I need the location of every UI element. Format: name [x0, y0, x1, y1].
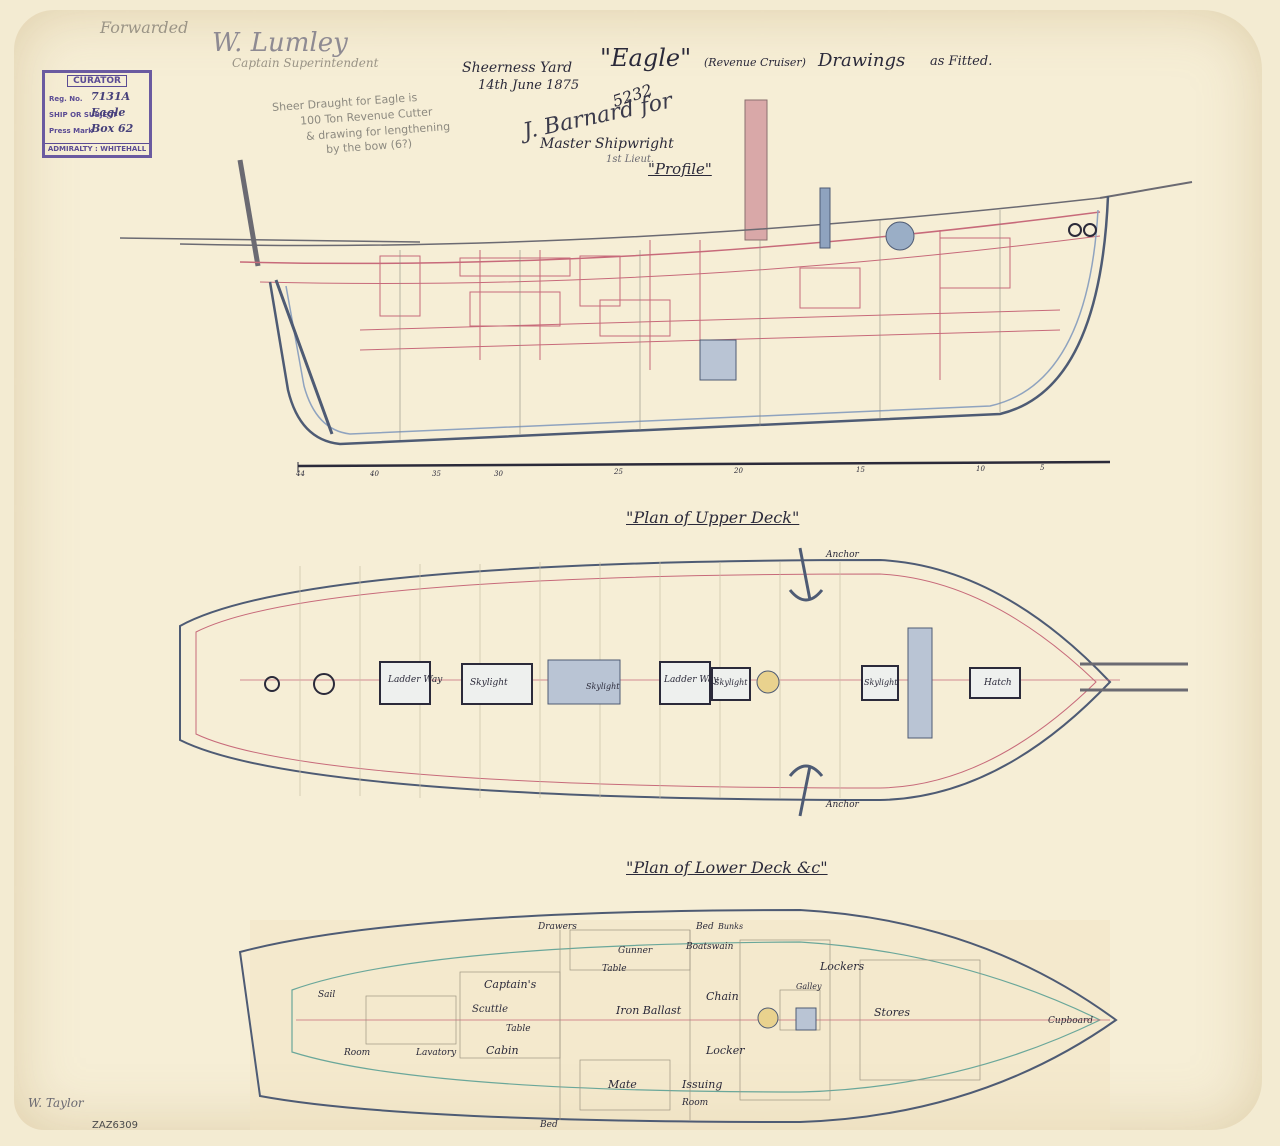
scale-tick: 25 — [614, 468, 623, 476]
lower-label-table: Table — [506, 1024, 531, 1034]
lower-label-mate: Mate — [608, 1078, 637, 1091]
stamp-heading: CURATOR — [67, 75, 127, 87]
stamp-ship-label: SHIP OR SUBJECT — [49, 111, 118, 119]
captain-superintendent: Captain Superintendent — [232, 56, 379, 70]
lower-label-bunks: Bunks — [718, 922, 744, 931]
title-as-fitted: as Fitted. — [930, 54, 993, 69]
curator-stamp: CURATOR Reg. No. 7131A SHIP OR SUBJECT E… — [42, 70, 152, 158]
stamp-reg-label: Reg. No. — [49, 95, 83, 103]
lower-label-room: Room — [344, 1048, 371, 1058]
upper-label-skylight: Skylight — [470, 678, 508, 688]
lower-label-boatswain: Boatswain — [686, 942, 734, 952]
title-type: (Revenue Cruiser) — [704, 56, 806, 69]
lower-label-issuing: Issuing — [682, 1078, 723, 1091]
upper-label-skylight: Skylight — [714, 678, 748, 687]
scale-tick: 40 — [370, 470, 379, 478]
stamp-ship-value: Eagle — [91, 106, 126, 119]
upper-label-skylight: Skylight — [586, 682, 620, 691]
lower-label-lavatory: Lavatory — [416, 1048, 457, 1058]
lower-deck-title: "Plan of Lower Deck &c" — [626, 858, 828, 877]
lower-label-cabin: Cabin — [486, 1044, 519, 1057]
scale-tick: 15 — [856, 466, 865, 474]
catalogue-number: ZAZ6309 — [92, 1120, 138, 1131]
forwarded-note: Forwarded — [100, 18, 189, 37]
lower-label-cupboard: Cupboard — [1048, 1016, 1094, 1026]
title-ship: "Eagle" — [600, 44, 692, 72]
scale-tick: 10 — [976, 465, 985, 473]
upper-label-anchor: Anchor — [826, 550, 859, 560]
stamp-footer: ADMIRALTY : WHITEHALL — [45, 143, 149, 153]
lower-label-bed: Bed — [540, 1120, 558, 1130]
upper-label-ladder-way: Ladder Way — [664, 675, 719, 685]
drawing-date: 14th June 1875 — [478, 78, 580, 93]
lower-label-table: Table — [602, 964, 627, 974]
upper-label-hatch: Hatch — [984, 678, 1012, 688]
lower-label-sail: Sail — [318, 990, 336, 1000]
scale-tick: 44 — [296, 470, 305, 478]
scale-tick: 30 — [494, 470, 503, 478]
master-shipwright: Master Shipwright — [540, 136, 674, 152]
lower-label-lockers: Lockers — [820, 960, 865, 973]
upper-label-anchor: Anchor — [826, 800, 859, 810]
lower-label-captains: Captain's — [484, 978, 537, 991]
lower-label-bed: Bed — [696, 922, 714, 932]
lower-label-iron-ballast: Iron Ballast — [616, 1004, 682, 1017]
lower-label-room: Room — [682, 1098, 709, 1108]
profile-title: "Profile" — [648, 160, 712, 178]
scale-tick: 20 — [734, 467, 743, 475]
lower-label-scuttle: Scuttle — [472, 1004, 509, 1015]
upper-label-ladder-way: Ladder Way — [388, 675, 443, 685]
lower-label-stores: Stores — [874, 1006, 910, 1019]
stamp-press-label: Press Mark — [49, 127, 93, 135]
lower-label-chain: Chain — [706, 990, 739, 1003]
lower-label-drawers: Drawers — [538, 922, 577, 932]
title-drawings: Drawings — [818, 50, 906, 71]
lower-label-galley: Galley — [796, 982, 822, 991]
scale-tick: 35 — [432, 470, 441, 478]
master-shipwright-sub: 1st Lieut. — [606, 154, 655, 165]
upper-label-skylight: Skylight — [864, 678, 898, 687]
yard-name: Sheerness Yard — [462, 60, 573, 76]
stamp-reg-value: 7131A — [91, 90, 131, 103]
draftsman-signature: W. Taylor — [28, 1096, 84, 1110]
lower-label-gunner: Gunner — [618, 946, 653, 956]
scale-tick: 5 — [1040, 464, 1045, 472]
signature-top: W. Lumley — [212, 28, 348, 58]
lower-label-locker: Locker — [706, 1044, 745, 1057]
stamp-press-value: Box 62 — [91, 122, 134, 135]
upper-deck-title: "Plan of Upper Deck" — [626, 508, 800, 527]
